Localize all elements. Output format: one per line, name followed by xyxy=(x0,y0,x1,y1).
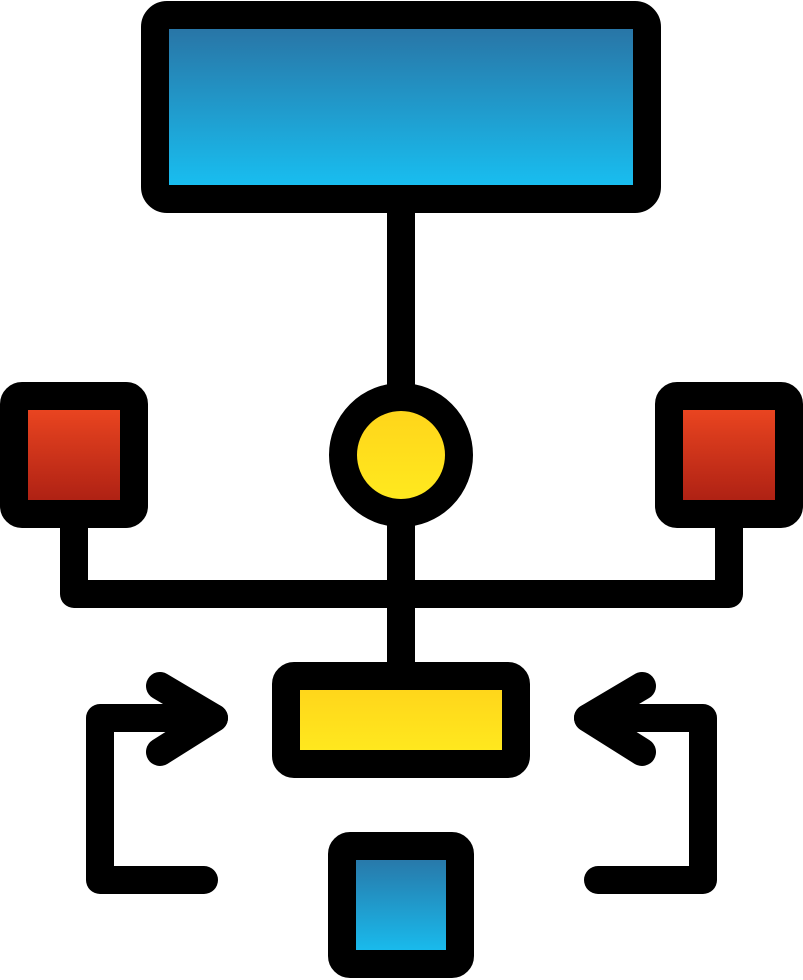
right-loop-arrow-icon xyxy=(574,672,717,894)
left-loop-arrow-icon xyxy=(86,672,228,894)
connector-lines xyxy=(60,191,743,676)
center-node-circle xyxy=(329,383,473,527)
bottom-output-box xyxy=(328,832,474,978)
bottom-process-box xyxy=(272,662,530,778)
top-process-box xyxy=(141,1,661,213)
right-decision-box xyxy=(655,382,803,528)
branch-connector xyxy=(60,511,743,608)
left-decision-box xyxy=(0,382,148,528)
